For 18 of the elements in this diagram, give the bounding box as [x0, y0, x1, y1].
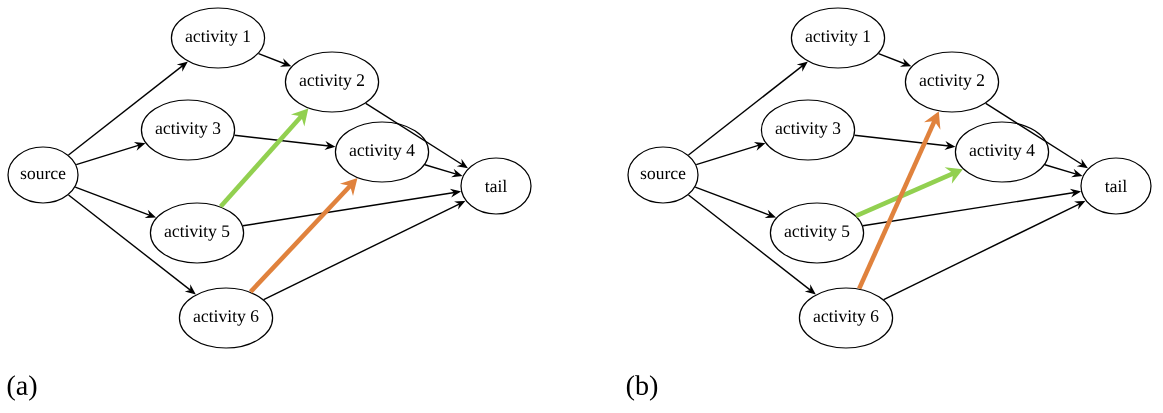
- ellipse-node: activity 2: [284, 51, 380, 113]
- ellipse-node: activity 5: [149, 202, 245, 264]
- ellipse-node: activity 4: [334, 121, 430, 183]
- ellipse-node: tail: [1080, 157, 1152, 215]
- panel-label: (a): [7, 375, 37, 401]
- ellipse-node: activity 6: [178, 287, 274, 349]
- ellipse-node: activity 6: [798, 287, 894, 349]
- ellipse-node: tail: [460, 157, 532, 215]
- ellipse-node: activity 2: [904, 51, 1000, 113]
- ellipse-node: activity 3: [140, 99, 236, 161]
- ellipse-node: source: [7, 146, 79, 204]
- panel-label: (b): [626, 375, 658, 401]
- ellipse-node: activity 1: [790, 7, 886, 69]
- ellipse-node: activity 5: [769, 202, 865, 264]
- ellipse-node: source: [627, 146, 699, 204]
- ellipse-node: activity 1: [170, 7, 266, 69]
- ellipse-node: activity 3: [760, 99, 856, 161]
- ellipse-node: activity 4: [954, 121, 1050, 183]
